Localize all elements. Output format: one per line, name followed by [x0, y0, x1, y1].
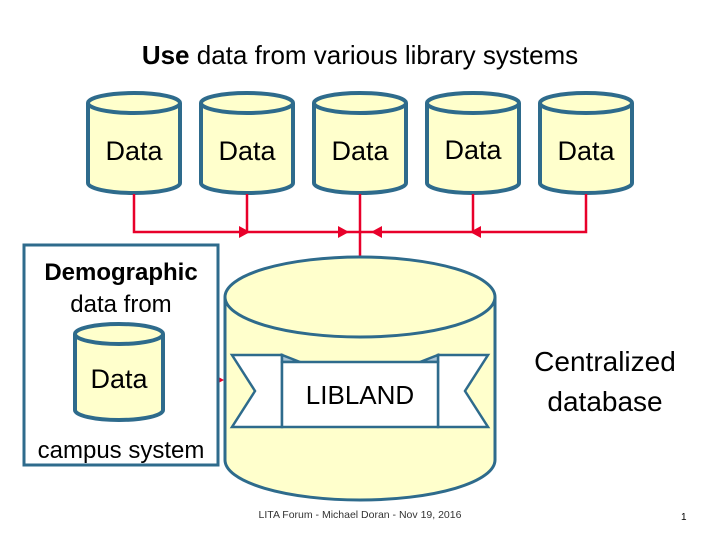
arrowhead-right-2	[338, 226, 349, 238]
libland-banner	[229, 353, 491, 429]
source-label-5: Data	[557, 136, 615, 166]
source-cylinder-2	[199, 91, 295, 195]
source-label-3: Data	[331, 136, 389, 166]
page-title: Use data from various library systems	[0, 40, 720, 71]
campus-line-1: Demographic	[44, 259, 198, 286]
source-cylinder-5	[538, 91, 634, 195]
campus-data-label: Data	[90, 364, 148, 394]
title-emphasis: Use	[141, 40, 190, 70]
libland-label: LIBLAND	[305, 380, 415, 410]
banner-left-tail	[229, 353, 284, 429]
title-text: data from various library systems	[189, 40, 579, 70]
campus-cylinder	[73, 322, 165, 422]
source-label-1: Data	[105, 136, 163, 166]
arrowhead-left-1	[371, 226, 382, 238]
source-cylinder-3	[312, 91, 408, 195]
campus-line-3: campus system	[37, 437, 205, 464]
source-cylinder-1	[86, 91, 182, 195]
arrowhead-left-2	[470, 226, 481, 238]
centralized-label: Centralized	[534, 346, 676, 377]
database-label: database	[547, 386, 663, 417]
source-label-4: Data	[444, 135, 502, 165]
banner-right-tail	[436, 353, 491, 429]
page-number: 1	[681, 512, 687, 523]
banner-body	[280, 360, 440, 429]
source-label-2: Data	[218, 136, 276, 166]
source-cylinder-4	[425, 91, 521, 195]
campus-line-2: data from	[70, 291, 172, 318]
footer: LITA Forum - Michael Doran - Nov 19, 201…	[258, 509, 462, 521]
arrowhead-right-1	[239, 226, 250, 238]
